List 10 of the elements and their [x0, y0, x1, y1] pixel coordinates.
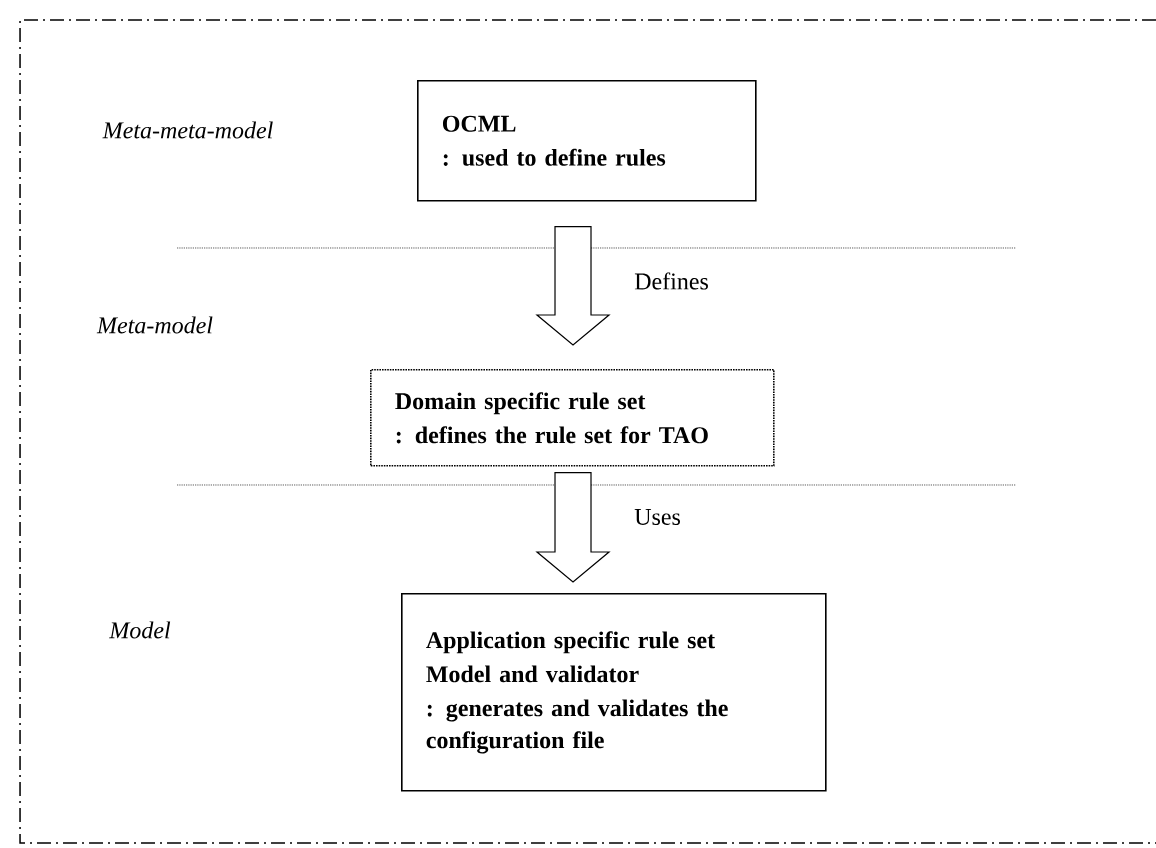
edge-label: Defines: [634, 272, 708, 290]
text-box: Domain specific rule set : defines the rule set for TAO: [370, 369, 775, 467]
text-box: Application specific rule set Model and validator : generates and validates the configuration file: [401, 593, 827, 792]
text-box: OCML : used to define rules: [417, 80, 757, 202]
level-label: Model: [109, 621, 171, 639]
block-arrow: [535, 226, 611, 346]
level-label: Meta-meta-model: [102, 121, 273, 139]
level-label: Meta-model: [96, 316, 213, 334]
block-arrow: [535, 472, 611, 583]
edge-label: Uses: [634, 509, 680, 525]
